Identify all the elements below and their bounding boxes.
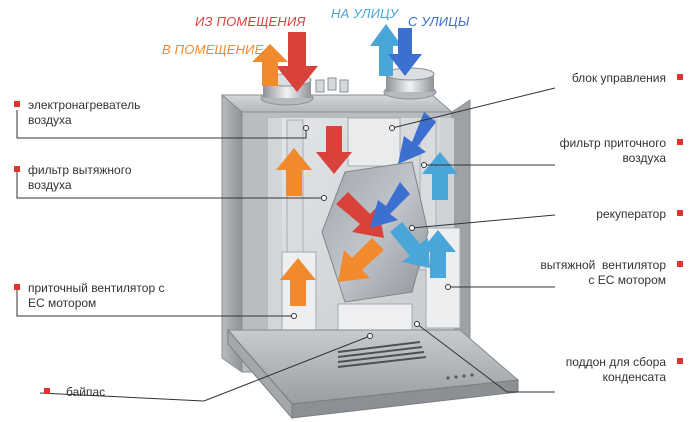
marker-bypass xyxy=(44,388,50,394)
exhaust-arrow-right-up xyxy=(422,152,458,200)
leader-bypass xyxy=(39,335,371,402)
flow-from-room: ИЗ ПОМЕЩЕНИЯ xyxy=(195,14,306,29)
marker-heater xyxy=(14,101,20,107)
label-control-unit: блок управления xyxy=(571,71,666,85)
exhaust-arrow-fan-up xyxy=(420,230,456,278)
leader-supply-fan xyxy=(16,288,294,317)
outside-arrow-diagonal xyxy=(370,182,410,228)
flow-to-room: В ПОМЕЩЕНИЕ xyxy=(162,42,264,57)
supply-arrow-left-up xyxy=(276,148,312,196)
marker-exhaust-filter xyxy=(14,166,20,172)
dot-bypass xyxy=(367,333,373,339)
dot-recuperator xyxy=(409,225,415,231)
exhaust-in-arrow xyxy=(276,32,318,92)
dot-supply-fan xyxy=(291,313,297,319)
supply-arrow-diagonal xyxy=(338,238,384,282)
outside-arrows xyxy=(370,24,458,278)
leader-recuperator xyxy=(411,214,556,229)
supply-arrows xyxy=(252,44,316,306)
exhaust-arrow-down xyxy=(316,126,352,174)
label-bypass: байпас xyxy=(66,385,106,399)
label-recuperator: рекуператор xyxy=(596,207,666,221)
recuperator-arrow-out xyxy=(390,222,430,268)
leader-exhaust-filter xyxy=(16,170,324,199)
marker-recuperator xyxy=(677,210,683,216)
dot-supply-filter xyxy=(421,162,427,168)
supply-arrow-fan-up xyxy=(280,258,316,306)
leader-lines xyxy=(16,87,556,402)
marker-supply-filter xyxy=(677,139,683,145)
leader-heater xyxy=(16,110,307,139)
flow-to-street: НА УЛИЦУ xyxy=(331,6,399,21)
leader-drain xyxy=(416,323,555,393)
drain-pan xyxy=(226,328,520,420)
marker-exhaust-fan xyxy=(677,261,683,267)
dot-drain xyxy=(414,321,420,327)
to-street-arrow xyxy=(370,24,402,76)
supply-out-arrow xyxy=(252,44,288,86)
outside-arrow-down-right xyxy=(398,112,436,164)
marker-drain-pan xyxy=(677,358,683,364)
dot-exhaust-fan xyxy=(445,284,451,290)
exhaust-arrows xyxy=(276,32,384,282)
dot-control xyxy=(389,125,395,131)
from-street-arrow xyxy=(388,28,422,76)
marker-control-unit xyxy=(677,74,683,80)
marker-supply-fan xyxy=(14,284,20,290)
dot-exhaust-filter xyxy=(321,195,327,201)
leader-control xyxy=(391,87,556,129)
dot-heater xyxy=(303,125,309,131)
flow-from-street: С УЛИЦЫ xyxy=(408,14,470,29)
